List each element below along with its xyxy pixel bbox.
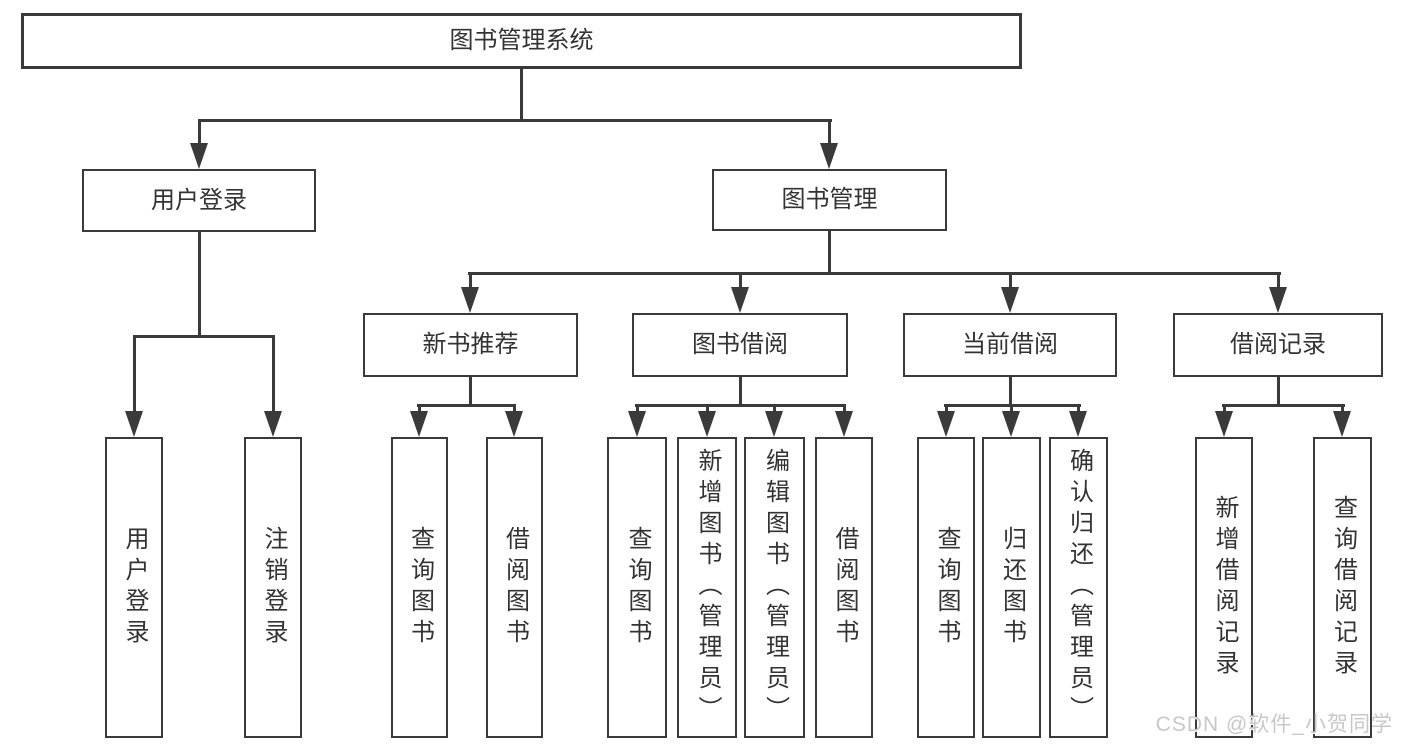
connector-line bbox=[739, 377, 742, 407]
connector-line bbox=[513, 404, 516, 414]
node-book-borrowing: 图书借阅 bbox=[632, 313, 848, 377]
arrow-down-icon bbox=[835, 411, 853, 437]
connector-line bbox=[773, 404, 776, 414]
connector-line bbox=[636, 404, 639, 414]
connector-line bbox=[417, 404, 516, 407]
connector-line bbox=[1222, 404, 1345, 407]
node-current-borrowing: 当前借阅 bbox=[903, 313, 1117, 377]
connector-line bbox=[418, 404, 421, 414]
leaf-edit-books-admin: 编辑图书（管理员） bbox=[744, 437, 805, 738]
connector-line bbox=[1341, 404, 1344, 414]
leaf-add-borrow-record: 新增借阅记录 bbox=[1195, 437, 1253, 738]
arrow-down-icon bbox=[731, 287, 749, 313]
leaf-query-borrow-record: 查询借阅记录 bbox=[1313, 437, 1372, 738]
leaf-borrowing-borrow-books: 借阅图书 bbox=[815, 437, 873, 738]
connector-line bbox=[1223, 404, 1226, 414]
connector-line bbox=[1277, 376, 1280, 407]
arrow-down-icon bbox=[1215, 411, 1233, 437]
leaf-return-books: 归还图书 bbox=[982, 437, 1041, 738]
arrow-down-icon bbox=[461, 287, 479, 313]
arrow-down-icon bbox=[937, 411, 955, 437]
leaf-recommend-query-books: 查询图书 bbox=[391, 437, 448, 738]
connector-line bbox=[1277, 272, 1280, 289]
connector-line bbox=[272, 335, 275, 413]
leaf-logout: 注销登录 bbox=[244, 437, 302, 738]
connector-line bbox=[1077, 404, 1080, 414]
connector-line bbox=[198, 230, 201, 338]
leaf-recommend-borrow-books: 借阅图书 bbox=[486, 437, 543, 738]
leaf-borrowing-query-books: 查询图书 bbox=[607, 437, 667, 738]
arrow-down-icon bbox=[698, 411, 716, 437]
node-new-book-recommend: 新书推荐 bbox=[363, 313, 578, 377]
arrow-down-icon bbox=[820, 143, 838, 169]
node-book-management-system: 图书管理系统 bbox=[21, 13, 1022, 69]
connector-line bbox=[469, 272, 472, 289]
connector-line bbox=[945, 404, 948, 414]
node-borrowing-records: 借阅记录 bbox=[1173, 313, 1383, 377]
connector-line bbox=[1010, 404, 1013, 414]
arrow-down-icon bbox=[264, 411, 282, 437]
connector-line bbox=[843, 404, 846, 414]
connector-line bbox=[133, 335, 136, 413]
leaf-current-query-books: 查询图书 bbox=[917, 437, 975, 738]
arrow-down-icon bbox=[1269, 287, 1287, 313]
leaf-confirm-return-admin: 确认归还（管理员） bbox=[1049, 437, 1108, 738]
arrow-down-icon bbox=[410, 411, 428, 437]
connector-line bbox=[133, 335, 275, 338]
leaf-add-books-admin: 新增图书（管理员） bbox=[677, 437, 737, 738]
connector-line bbox=[520, 69, 523, 121]
arrow-down-icon bbox=[1333, 411, 1351, 437]
connector-line bbox=[739, 272, 742, 289]
arrow-down-icon bbox=[628, 411, 646, 437]
arrow-down-icon bbox=[190, 143, 208, 169]
node-book-management: 图书管理 bbox=[712, 169, 947, 231]
connector-line bbox=[828, 229, 831, 274]
node-user-login: 用户登录 bbox=[82, 169, 316, 232]
connector-line bbox=[828, 119, 831, 146]
arrow-down-icon bbox=[1002, 411, 1020, 437]
arrow-down-icon bbox=[505, 411, 523, 437]
connector-line bbox=[468, 272, 1281, 275]
connector-line bbox=[469, 377, 472, 407]
connector-line bbox=[635, 404, 846, 407]
connector-line bbox=[1009, 272, 1012, 289]
arrow-down-icon bbox=[125, 411, 143, 437]
arrow-down-icon bbox=[765, 411, 783, 437]
connector-line bbox=[198, 119, 201, 146]
leaf-user-login: 用户登录 bbox=[105, 437, 163, 738]
arrow-down-icon bbox=[1001, 287, 1019, 313]
arrow-down-icon bbox=[1069, 411, 1087, 437]
watermark: CSDN @软件_小贺同学 bbox=[1155, 713, 1393, 736]
connector-line bbox=[1009, 376, 1012, 407]
connector-line bbox=[198, 119, 832, 122]
connector-line bbox=[706, 404, 709, 414]
